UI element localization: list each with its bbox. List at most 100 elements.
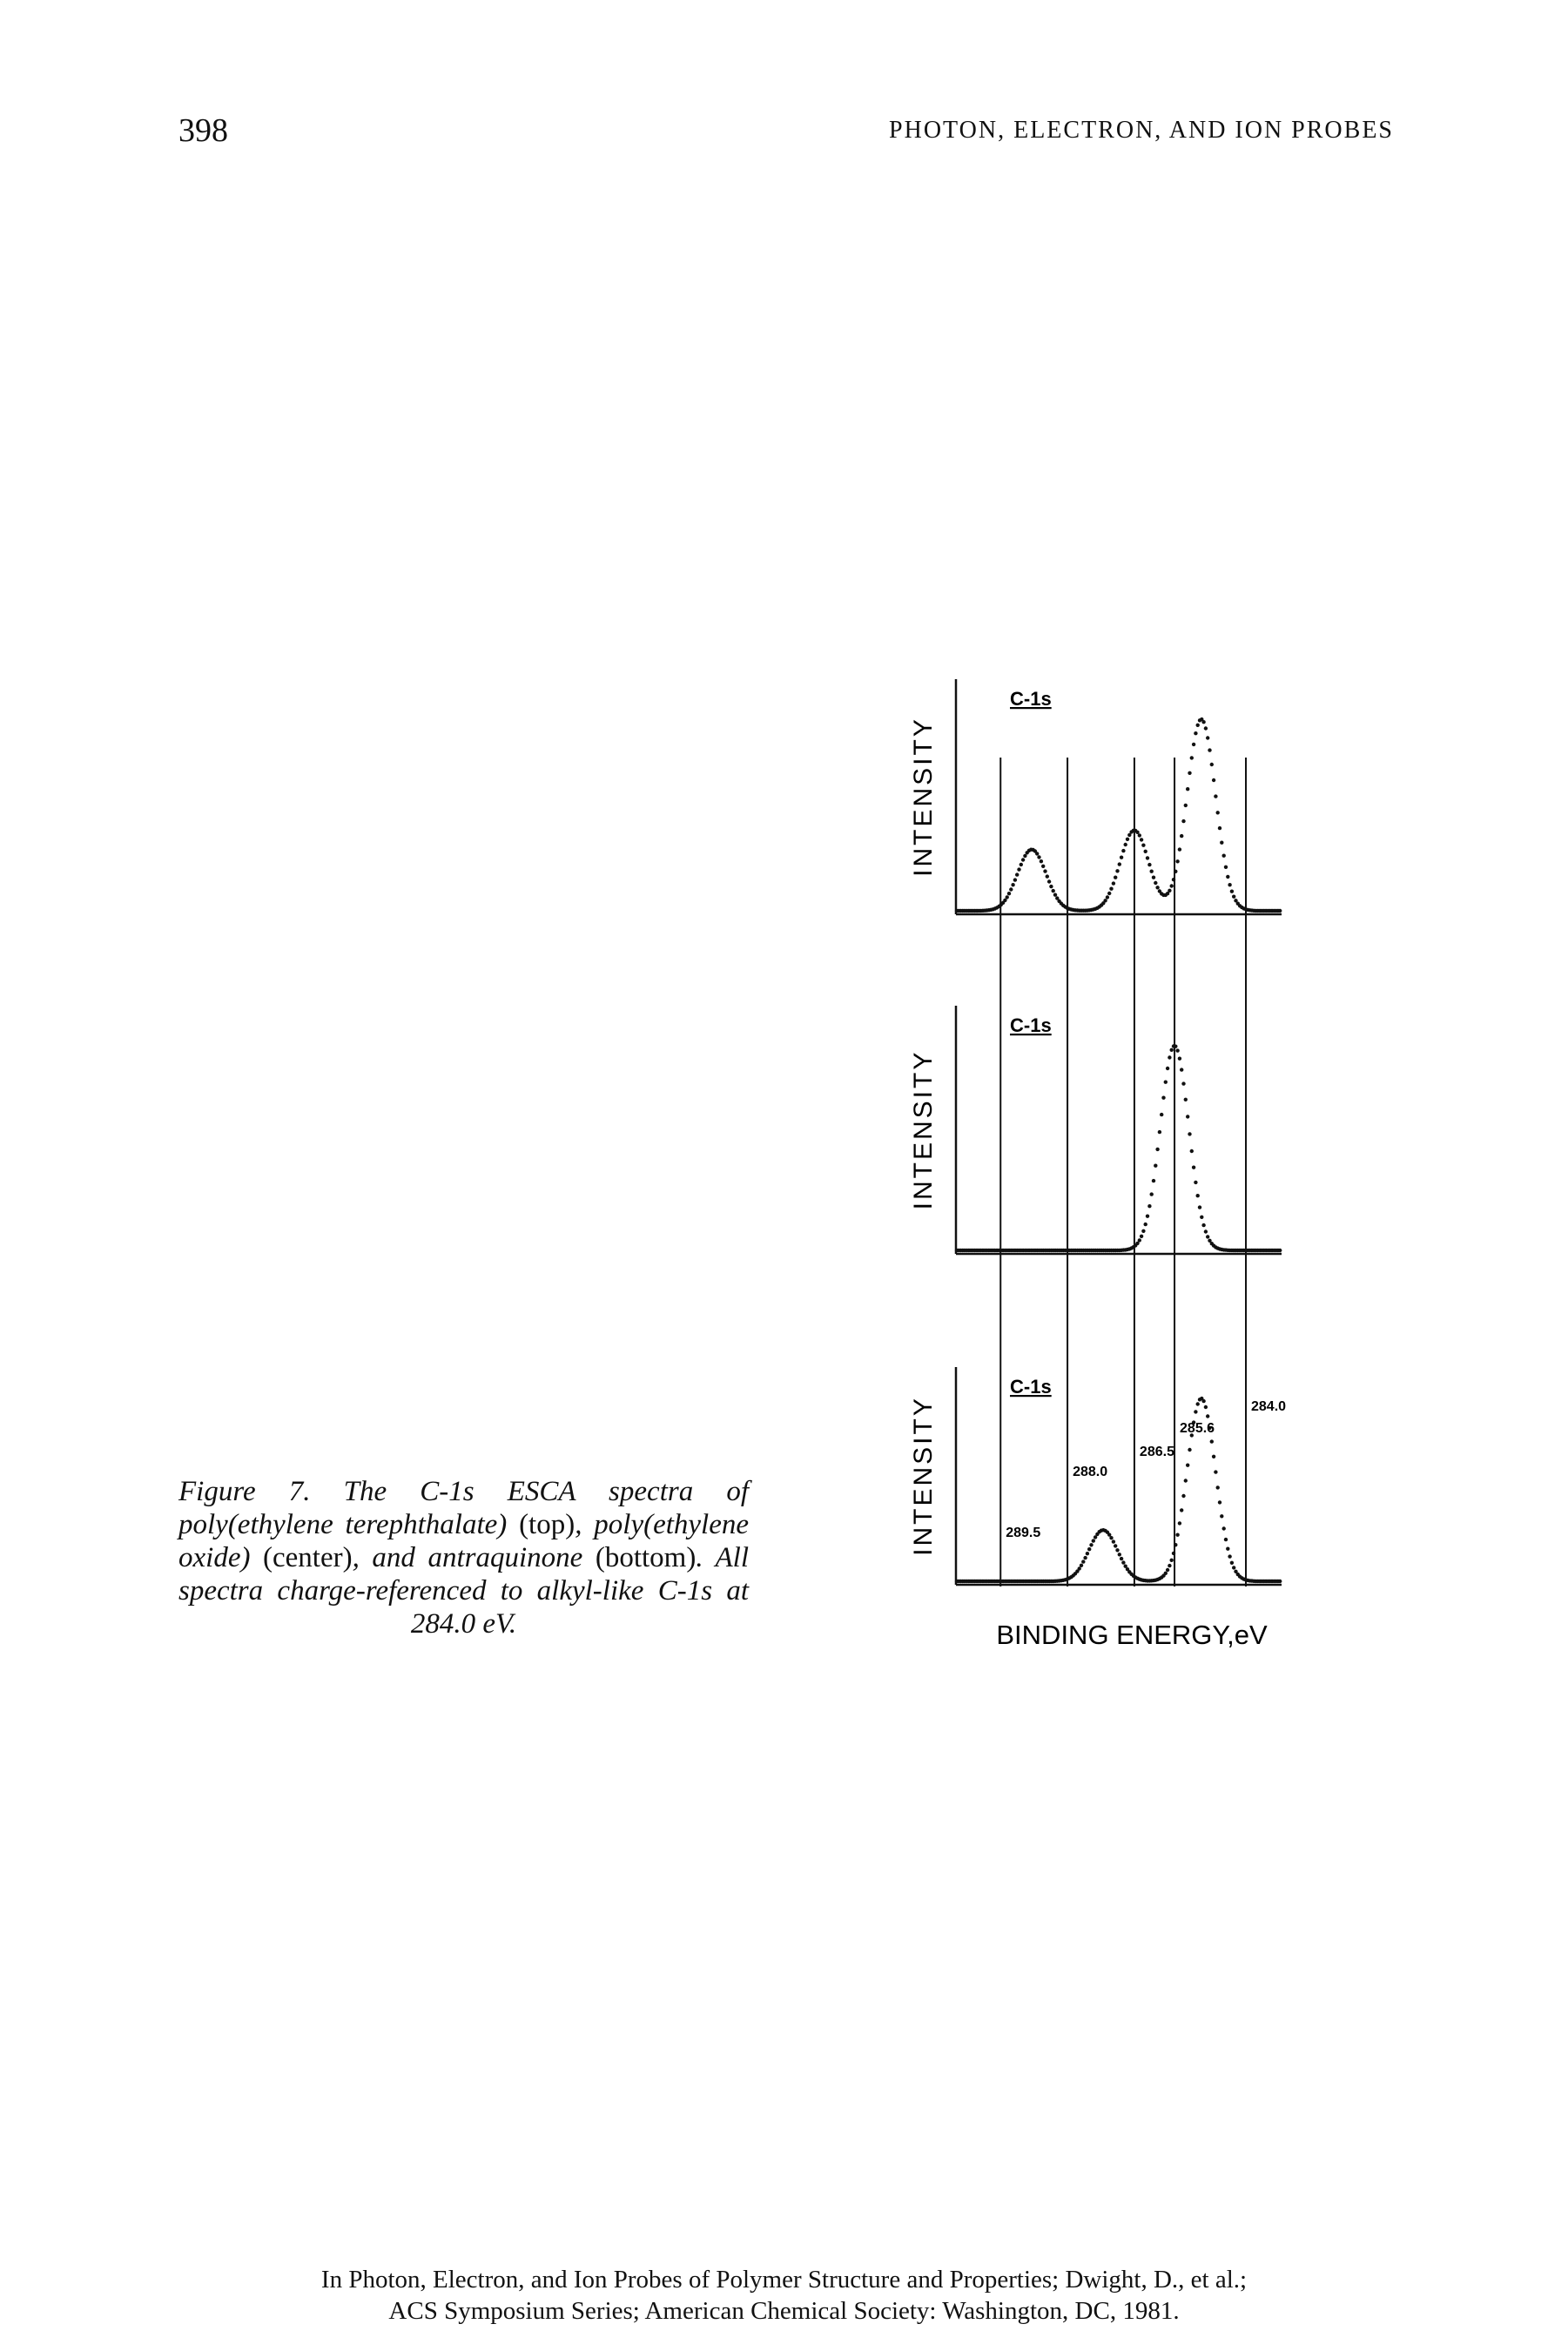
reference-label-289.5: 289.5 (1006, 1526, 1040, 1540)
spectrum-point-center (1208, 1238, 1212, 1243)
spectrum-point-top (1003, 898, 1007, 903)
spectrum-point-center (1175, 1048, 1180, 1053)
citation-line-1: In Photon, Electron, and Ion Probes of P… (320, 2266, 1248, 2294)
spectrum-point-top (1201, 720, 1206, 724)
spectrum-point-top (1214, 794, 1218, 798)
spectrum-point-bottom (1121, 1560, 1126, 1565)
xlabel: BINDING ENERGY,eV (996, 1620, 1268, 1650)
spectrum-point-center (1183, 1097, 1188, 1101)
spectrum-point-center (1177, 1056, 1182, 1061)
spectrum-point-bottom (1228, 1554, 1232, 1559)
ylabel-center: INTENSITY (909, 1050, 938, 1210)
spectrum-point-top (1209, 762, 1214, 767)
spectrum-point-top (1220, 840, 1224, 845)
spectrum-point-bottom (1083, 1555, 1087, 1560)
spectrum-point-top (1115, 869, 1120, 873)
spectrum-point-top (1206, 736, 1210, 740)
spectrum-point-bottom (1089, 1543, 1094, 1547)
spectrum-point-top (1195, 723, 1200, 727)
spectrum-point-center (1139, 1234, 1144, 1238)
spectrum-point-center (1180, 1068, 1184, 1072)
spectrum-point-bottom (1079, 1563, 1084, 1568)
spectrum-point-top (1039, 859, 1044, 864)
spectrum-point-top (1015, 872, 1020, 877)
spectrum-point-top (1168, 888, 1172, 893)
spectrum-point-top (1191, 742, 1196, 747)
citation-footer: In Photon, Electron, and Ion Probes of P… (0, 2264, 1568, 2327)
spectrum-point-bottom (1123, 1564, 1127, 1568)
citation-line-2: ACS Symposium Series; American Chemical … (388, 2297, 1180, 2325)
spectrum-point-top (1221, 853, 1226, 858)
spectrum-point-top (1154, 880, 1158, 886)
spectrum-point-bottom (1215, 1485, 1220, 1490)
spectrum-point-center (1197, 1205, 1202, 1209)
spectrum-point-bottom (1186, 1463, 1190, 1467)
spectrum-point-center (1137, 1238, 1141, 1243)
spectrum-point-bottom (1093, 1535, 1098, 1539)
spectrum-point-center (1201, 1223, 1206, 1228)
page-number: 398 (178, 112, 228, 149)
reference-label-284.0: 284.0 (1251, 1399, 1286, 1414)
panel-label-center: C-1s (1010, 1014, 1052, 1036)
spectrum-point-center (1155, 1147, 1160, 1152)
spectrum-point-top (1119, 855, 1124, 859)
spectrum-point-top (1229, 889, 1235, 893)
spectrum-point-bottom (1226, 1546, 1230, 1551)
spectrum-point-top (1211, 778, 1216, 783)
spectrum-point-center (1141, 1229, 1146, 1233)
spectrum-point-bottom (1163, 1571, 1168, 1576)
spectrum-point-top (1186, 787, 1190, 792)
spectrum-point-bottom (1200, 1396, 1204, 1401)
spectrum-point-top (1215, 811, 1220, 815)
spectrum-point-top (1035, 852, 1040, 856)
spectrum-point-top (1105, 895, 1110, 899)
spectrum-point-top (1151, 875, 1156, 879)
spectrum-point-bottom (1091, 1539, 1095, 1543)
spectrum-point-bottom (1125, 1567, 1130, 1572)
spectrum-point-top (1139, 838, 1144, 842)
spectrum-point-top (1045, 874, 1049, 879)
figure-caption: Figure 7. The C-1s ESCA spectra of poly(… (178, 1475, 749, 1640)
spectrum-point-bottom (1181, 1493, 1186, 1499)
spectrum-point-center (1154, 1163, 1158, 1168)
spectrum-point-bottom (1111, 1539, 1116, 1544)
spectrum-point-top (1123, 842, 1127, 847)
spectrum-point-top (1046, 879, 1052, 884)
spectrum-point-bottom (1211, 1454, 1216, 1458)
spectrum-point-top (1137, 833, 1141, 838)
spectrum-point-bottom (1115, 1548, 1120, 1553)
spectrum-point-center (1165, 1066, 1170, 1071)
spectrum-point-bottom (1209, 1439, 1214, 1444)
spectrum-point-bottom (1232, 1566, 1236, 1570)
caption-text-5: , and antraquinone (352, 1542, 596, 1573)
spectrum-point-top (1125, 837, 1130, 841)
spectrum-point-center (1188, 1132, 1192, 1136)
spectrum-point-top (1107, 891, 1112, 896)
spectrum-point-center (1135, 1241, 1140, 1246)
spectrum-point-bottom (1165, 1567, 1170, 1573)
spectrum-point-bottom (1214, 1470, 1218, 1474)
spectrum-point-top (1234, 899, 1238, 903)
spectrum-point-top (1013, 878, 1018, 882)
spectrum-point-top (1109, 886, 1114, 891)
spectrum-point-top (1111, 881, 1116, 886)
spectrum-point-bottom (1085, 1552, 1090, 1556)
spectrum-point-bottom (1208, 1425, 1212, 1431)
reference-label-285.6: 285.6 (1180, 1421, 1215, 1436)
spectrum-point-center (1147, 1204, 1152, 1209)
spectrum-point-top (1055, 896, 1060, 900)
spectrum-point-bottom (1203, 1405, 1208, 1410)
spectrum-point-top (1117, 862, 1121, 866)
spectrum-point-center (1195, 1194, 1200, 1198)
spectrum-point-center (1151, 1178, 1156, 1183)
spectrum-point-center (1194, 1180, 1198, 1185)
spectrum-point-center (1203, 1229, 1208, 1234)
spectrum-point-top (1180, 833, 1184, 839)
spectrum-point-bottom (1188, 1447, 1192, 1452)
spectrum-point-bottom (1168, 1563, 1172, 1568)
spectrum-point-top (1005, 895, 1009, 899)
spectrum-point-top (1041, 864, 1046, 868)
spectrum-point-center (1160, 1112, 1164, 1117)
caption-text-6: (bottom) (595, 1542, 697, 1573)
spectrum-point-bottom (1195, 1402, 1200, 1406)
